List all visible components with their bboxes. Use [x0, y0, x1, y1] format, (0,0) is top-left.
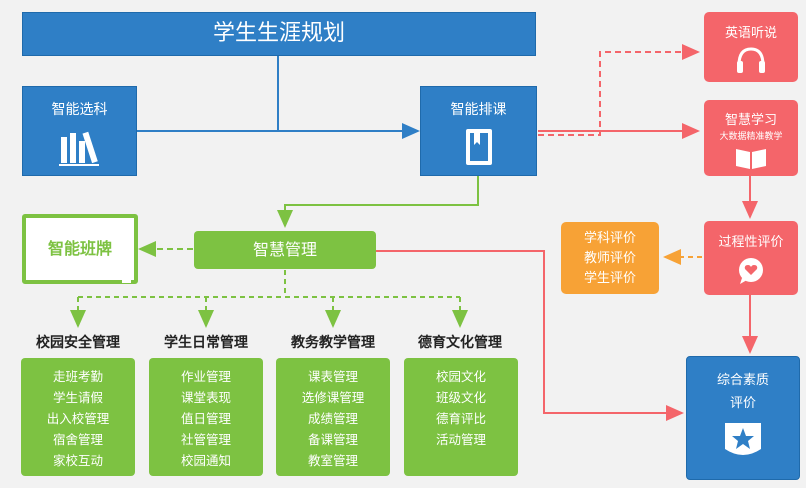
list-item: 班级文化 — [435, 390, 486, 405]
smart-study-label: 智慧学习 — [724, 113, 777, 128]
arrow-management-to-quality — [376, 250, 684, 421]
process-eval-box: 过程性评价 — [704, 221, 798, 295]
smart-board-box: 智能班牌 — [22, 214, 138, 284]
headphones-icon — [737, 47, 765, 73]
smart-schedule-box: 智能排课 — [420, 86, 537, 176]
list-item: 校园通知 — [180, 453, 231, 468]
category-list-daily: 作业管理 课堂表现 值日管理 社管管理 校园通知 — [149, 358, 263, 476]
english-label: 英语听说 — [724, 26, 777, 41]
list-item: 学生请假 — [52, 390, 103, 405]
list-item: 活动管理 — [435, 432, 486, 447]
open-book-icon — [736, 149, 766, 169]
heart-chat-icon — [739, 258, 763, 284]
books-icon — [58, 131, 99, 166]
arrow-schedule-to-english — [538, 44, 700, 136]
smart-subject-label: 智能选科 — [51, 102, 108, 118]
list-item: 作业管理 — [180, 369, 231, 384]
category-list-safety: 走班考勤 学生请假 出入校管理 宿舍管理 家校互动 — [21, 358, 135, 476]
category-list-academic: 课表管理 选修课管理 成绩管理 备课管理 教室管理 — [276, 358, 390, 476]
smart-subject-box: 智能选科 — [22, 86, 137, 176]
list-item: 教室管理 — [307, 453, 358, 468]
list-item: 社管管理 — [180, 432, 231, 447]
list-item: 德育评比 — [435, 411, 486, 426]
star-badge-icon — [725, 423, 761, 455]
quality-eval-box: 综合素质 评价 — [686, 356, 800, 480]
list-item: 宿舍管理 — [52, 432, 103, 447]
list-item: 校园文化 — [435, 369, 486, 384]
title-box: 学生生涯规划 — [22, 12, 536, 56]
list-item: 课堂表现 — [180, 390, 231, 405]
book-icon — [465, 129, 492, 165]
board-stand — [122, 279, 131, 283]
smart-study-box: 智慧学习 大数据精准教学 — [704, 100, 798, 176]
smart-board-label: 智能班牌 — [47, 239, 112, 258]
list-item: 选修课管理 — [301, 390, 365, 405]
title-text: 学生生涯规划 — [212, 21, 345, 46]
category-title-safety: 校园安全管理 — [36, 335, 120, 351]
smart-management-box: 智慧管理 — [194, 231, 376, 269]
smart-study-subtitle: 大数据精准教学 — [719, 132, 783, 142]
quality-eval-line1: 综合素质 — [716, 373, 769, 388]
evals-box: 学科评价 教师评价 学生评价 — [561, 222, 659, 294]
list-item: 值日管理 — [180, 411, 231, 426]
eval-item: 学生评价 — [583, 271, 636, 286]
eval-item: 学科评价 — [583, 231, 636, 246]
list-item: 课表管理 — [307, 369, 358, 384]
quality-eval-line2: 评价 — [729, 396, 756, 411]
category-title-moral: 德育文化管理 — [418, 335, 502, 351]
category-list-moral: 校园文化 班级文化 德育评比 活动管理 — [404, 358, 518, 476]
category-title-academic: 教务教学管理 — [291, 335, 375, 351]
list-item: 出入校管理 — [46, 411, 110, 426]
process-eval-label: 过程性评价 — [718, 235, 784, 250]
category-title-daily: 学生日常管理 — [164, 335, 248, 351]
smart-schedule-label: 智能排课 — [450, 102, 507, 118]
smart-management-label: 智慧管理 — [252, 240, 317, 259]
eval-item: 教师评价 — [583, 251, 636, 266]
english-box: 英语听说 — [704, 12, 798, 82]
arrow-schedule-to-management — [277, 176, 479, 228]
list-item: 走班考勤 — [52, 369, 103, 384]
list-item: 家校互动 — [52, 453, 103, 468]
list-item: 备课管理 — [307, 432, 358, 447]
list-item: 成绩管理 — [307, 411, 358, 426]
